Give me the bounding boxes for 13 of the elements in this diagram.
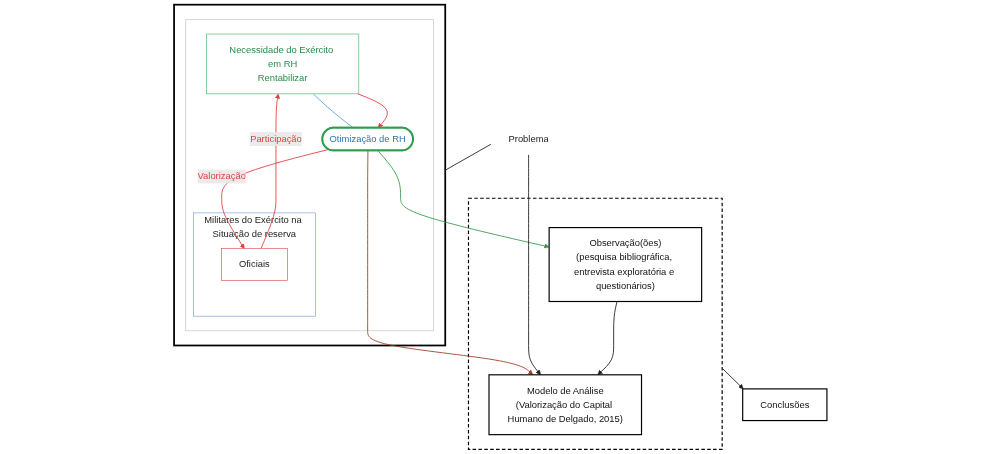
cluster xyxy=(467,197,723,450)
node-box: Observação(ões) (pesquisa bibliográfica, entrevista exploratória e questionários) xyxy=(548,227,703,303)
node-box: Oficiais xyxy=(221,248,288,281)
cluster xyxy=(185,19,434,332)
node-text: Problema xyxy=(508,133,549,144)
cluster xyxy=(173,3,447,347)
edge-label: Participação xyxy=(250,133,302,144)
node-box: Conclusões xyxy=(742,388,828,422)
connector xyxy=(312,93,354,129)
node-box: Modelo de Análise (Valorização do Capital Humano de Delgado, 2015) xyxy=(488,374,643,436)
node-box: Necessidade do Exército em RH Rentabilizar xyxy=(206,33,360,95)
edge-label: Valorização xyxy=(197,171,246,182)
connector xyxy=(444,143,492,171)
